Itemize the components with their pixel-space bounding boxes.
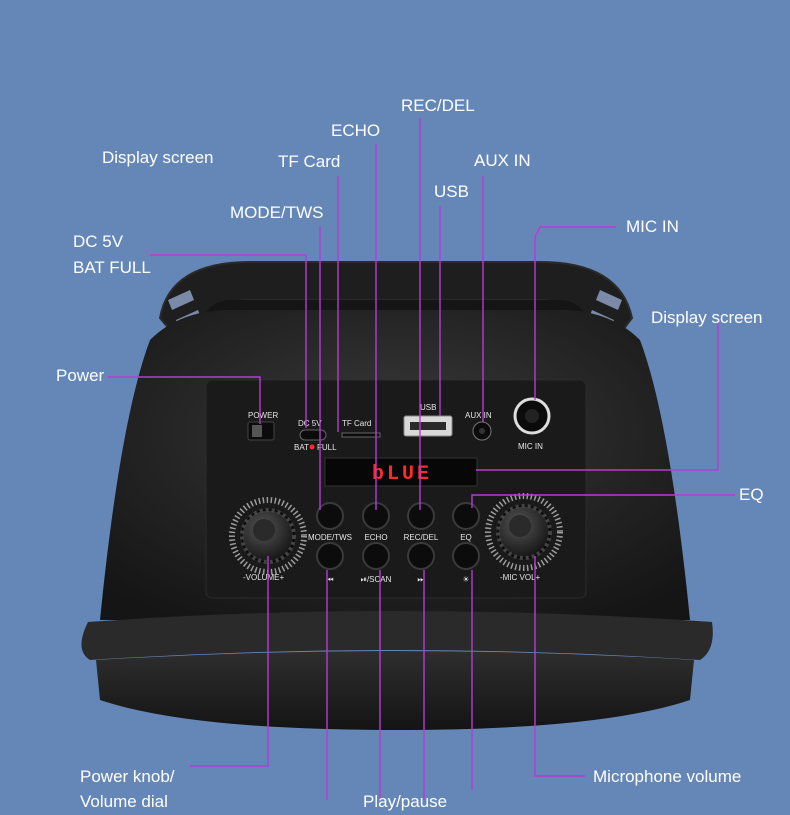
next-button[interactable]: ⏭ bbox=[407, 542, 435, 584]
leader-mic-in bbox=[534, 226, 616, 400]
callout-power: Power bbox=[56, 366, 105, 385]
previous-icon: ⏮ bbox=[326, 575, 333, 584]
callout-display-screen-left: Display screen bbox=[102, 148, 214, 167]
play-pause-scan-button[interactable]: ⏯/SCAN bbox=[361, 542, 392, 584]
leader-display bbox=[476, 320, 719, 471]
panel-label-bat: BAT bbox=[294, 443, 309, 452]
rec-del-button[interactable]: REC/DEL bbox=[404, 502, 439, 542]
eq-button[interactable]: EQ bbox=[452, 502, 480, 542]
panel-label-volume: -VOLUME+ bbox=[243, 573, 284, 582]
mode-tws-button[interactable]: MODE/TWS bbox=[308, 502, 352, 542]
panel-label-dc5v: DC 5V bbox=[298, 419, 322, 428]
callout-mic-in: MIC IN bbox=[626, 217, 679, 236]
panel-label-tf-card: TF Card bbox=[342, 419, 371, 428]
panel-label-full: FULL bbox=[317, 443, 337, 452]
light-button[interactable]: ☀ bbox=[452, 542, 480, 584]
callout-tf-card: TF Card bbox=[278, 152, 341, 171]
panel-label-mic-vol: -MIC VOL+ bbox=[500, 573, 541, 582]
mic-volume-knob[interactable]: -MIC VOL+ bbox=[485, 493, 563, 582]
previous-button[interactable]: ⏮ bbox=[316, 542, 344, 584]
panel-label-aux-in: AUX IN bbox=[465, 411, 492, 420]
leader-mic-volume bbox=[534, 556, 585, 777]
callout-mode-tws: MODE/TWS bbox=[230, 203, 324, 222]
callout-bottom-middle: Play/pause bbox=[363, 792, 448, 811]
next-icon: ⏭ bbox=[417, 575, 424, 584]
callout-bat-full: BAT FULL bbox=[73, 258, 151, 277]
leader-lines bbox=[108, 118, 735, 800]
callout-usb: USB bbox=[434, 182, 469, 201]
panel-label-eq: EQ bbox=[460, 533, 472, 542]
leader-power bbox=[108, 376, 261, 424]
panel-label-play-scan: ⏯/SCAN bbox=[361, 575, 392, 584]
panel-label-power: POWER bbox=[248, 411, 278, 420]
callout-rec-del: REC/DEL bbox=[401, 96, 475, 115]
display-readout: bLUE bbox=[372, 463, 432, 486]
panel-label-mode-tws: MODE/TWS bbox=[308, 533, 352, 542]
panel-label-rec-del: REC/DEL bbox=[404, 533, 439, 542]
leader-volume bbox=[190, 556, 269, 767]
power-switch[interactable]: POWER bbox=[247, 411, 278, 441]
callout-power-knob: Power knob/ bbox=[80, 767, 175, 786]
callout-display-screen-right: Display screen bbox=[651, 308, 763, 327]
led-display: bLUE bbox=[324, 457, 478, 487]
callout-eq: EQ bbox=[739, 485, 764, 504]
callout-aux-in: AUX IN bbox=[474, 151, 531, 170]
callout-microphone-volume: Microphone volume bbox=[593, 767, 742, 786]
leader-dc5v bbox=[150, 254, 307, 428]
leader-eq bbox=[471, 494, 735, 508]
panel-label-mic-in: MIC IN bbox=[518, 442, 543, 451]
bat-full-led bbox=[309, 444, 315, 450]
usb-port[interactable]: USB bbox=[403, 403, 453, 437]
mic-in-jack[interactable]: MIC IN bbox=[513, 397, 551, 451]
aux-in-jack[interactable]: AUX IN bbox=[465, 411, 492, 441]
callout-volume-dial: Volume dial bbox=[80, 792, 168, 811]
panel-label-echo: ECHO bbox=[364, 533, 387, 542]
panel-label-usb: USB bbox=[420, 403, 436, 412]
callout-echo: ECHO bbox=[331, 121, 381, 140]
light-icon: ☀ bbox=[462, 575, 469, 584]
callout-dc5v: DC 5V bbox=[73, 232, 124, 251]
tf-card-slot[interactable]: TF Card bbox=[341, 419, 381, 438]
